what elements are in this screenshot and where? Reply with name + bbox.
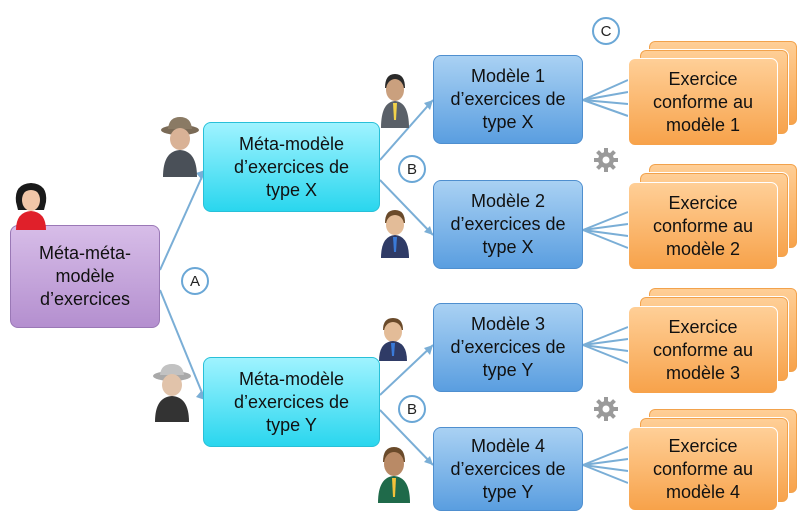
badge-a: A (181, 267, 209, 295)
man-icon (379, 318, 407, 361)
model-4-box: Modèle 4 d’exercices de type Y (433, 427, 583, 511)
woman-avatar-icon (15, 183, 47, 230)
meta-meta-model-box: Méta-méta- modèle d’exercices (10, 225, 160, 328)
gear-icon (594, 397, 618, 421)
grey-hat-man-icon (153, 364, 191, 422)
model-2-box: Modèle 2 d’exercices de type X (433, 180, 583, 269)
man-icon (378, 447, 410, 503)
man-icon (381, 210, 409, 258)
model-3-box: Modèle 3 d’exercices de type Y (433, 303, 583, 392)
exercise-1-box: Exercice conforme au modèle 1 (628, 58, 778, 146)
hat-man-icon (161, 117, 199, 177)
badge-b-lower: B (398, 395, 426, 423)
man-icon (381, 74, 409, 128)
meta-model-x-box: Méta-modèle d’exercices de type X (203, 122, 380, 212)
gear-icon (594, 148, 618, 172)
exercise-2-box: Exercice conforme au modèle 2 (628, 182, 778, 270)
meta-model-y-box: Méta-modèle d’exercices de type Y (203, 357, 380, 447)
exercise-3-box: Exercice conforme au modèle 3 (628, 306, 778, 394)
badge-c: C (592, 17, 620, 45)
model-1-box: Modèle 1 d’exercices de type X (433, 55, 583, 144)
arrowheads (196, 100, 433, 465)
exercise-4-box: Exercice conforme au modèle 4 (628, 427, 778, 511)
badge-b-upper: B (398, 155, 426, 183)
connector-lines (159, 79, 629, 484)
